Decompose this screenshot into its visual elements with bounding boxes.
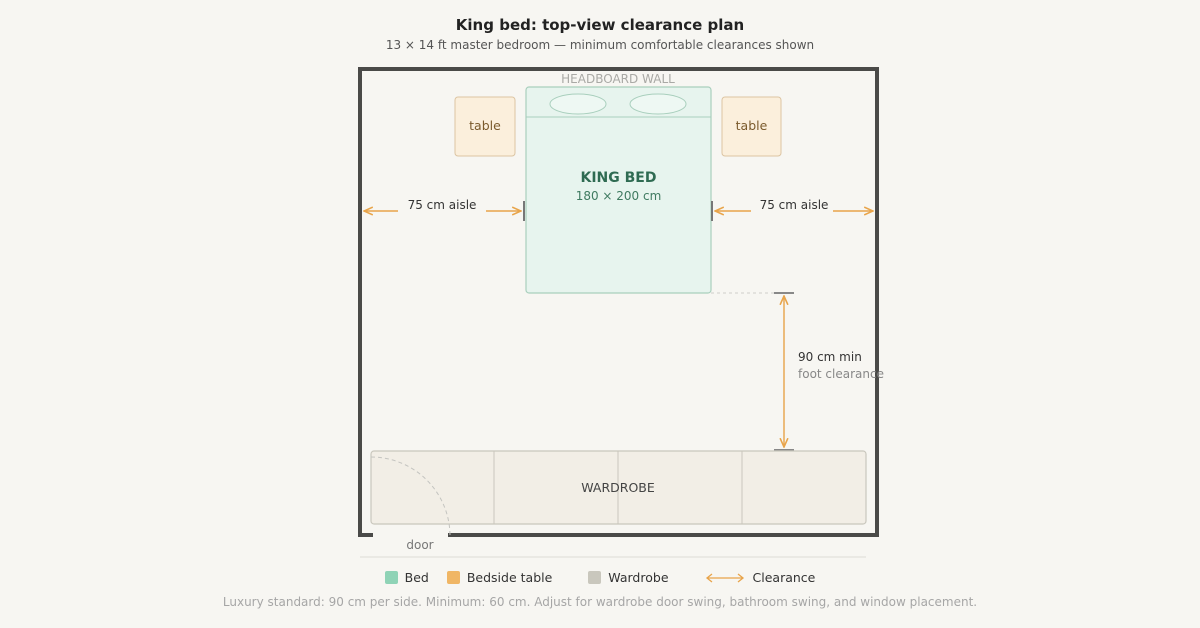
legend-label-bedside-table: Bedside table	[466, 570, 553, 585]
pillow-left	[549, 93, 607, 115]
headboard-wall-label: HEADBOARD WALL	[561, 72, 675, 86]
legend: Bed Bedside table Wardrobe Clearance	[0, 570, 1200, 585]
double-arrow-icon	[705, 572, 744, 583]
wardrobe-label: WARDROBE	[581, 480, 655, 495]
bedside-table-left-label: table	[469, 118, 501, 133]
bed-label: KING BED	[581, 170, 657, 186]
pillow-right	[629, 93, 687, 115]
room-walls	[358, 67, 879, 537]
left-aisle-dimension: 75 cm aisle	[364, 198, 521, 212]
right-aisle-dimension: 75 cm aisle	[715, 198, 873, 212]
foot-clearance-dimension: 90 cm min foot clearance	[711, 292, 884, 451]
page-subtitle: 13 × 14 ft master bedroom — minimum comf…	[385, 38, 815, 52]
king-bed: KING BED 180 × 200 cm	[525, 86, 712, 294]
legend-label-bed: Bed	[404, 570, 429, 585]
footnote: Luxury standard: 90 cm per side. Minimum…	[222, 595, 978, 609]
bedside-table-right-label: table	[736, 118, 768, 133]
legend-swatch-bed	[384, 571, 398, 584]
wall-top-left-right	[358, 67, 879, 537]
bedside-table-left: table	[454, 96, 516, 157]
door-swing-arc	[370, 456, 451, 536]
bed-dims: 180 × 200 cm	[576, 189, 662, 203]
door-label: door	[406, 538, 433, 552]
legend-swatch-wardrobe	[588, 571, 602, 584]
page-title: King bed: top-view clearance plan	[455, 16, 745, 34]
legend-label-wardrobe: Wardrobe	[608, 570, 669, 585]
foot-clearance-value: 90 cm min	[798, 350, 862, 364]
foot-clearance-caption: foot clearance	[798, 367, 884, 381]
wardrobe: WARDROBE	[370, 450, 867, 525]
bedside-table-right: table	[721, 96, 782, 157]
legend-item-wardrobe: Wardrobe	[588, 570, 669, 585]
left-aisle-label: 75 cm aisle	[408, 198, 477, 212]
right-aisle-label: 75 cm aisle	[760, 198, 829, 212]
legend-item-bedside-table: Bedside table	[446, 570, 553, 585]
legend-swatch-bedside-table	[446, 571, 460, 584]
legend-label-clearance: Clearance	[752, 570, 816, 585]
legend-item-clearance: Clearance	[705, 570, 816, 585]
legend-item-bed: Bed	[384, 570, 429, 585]
